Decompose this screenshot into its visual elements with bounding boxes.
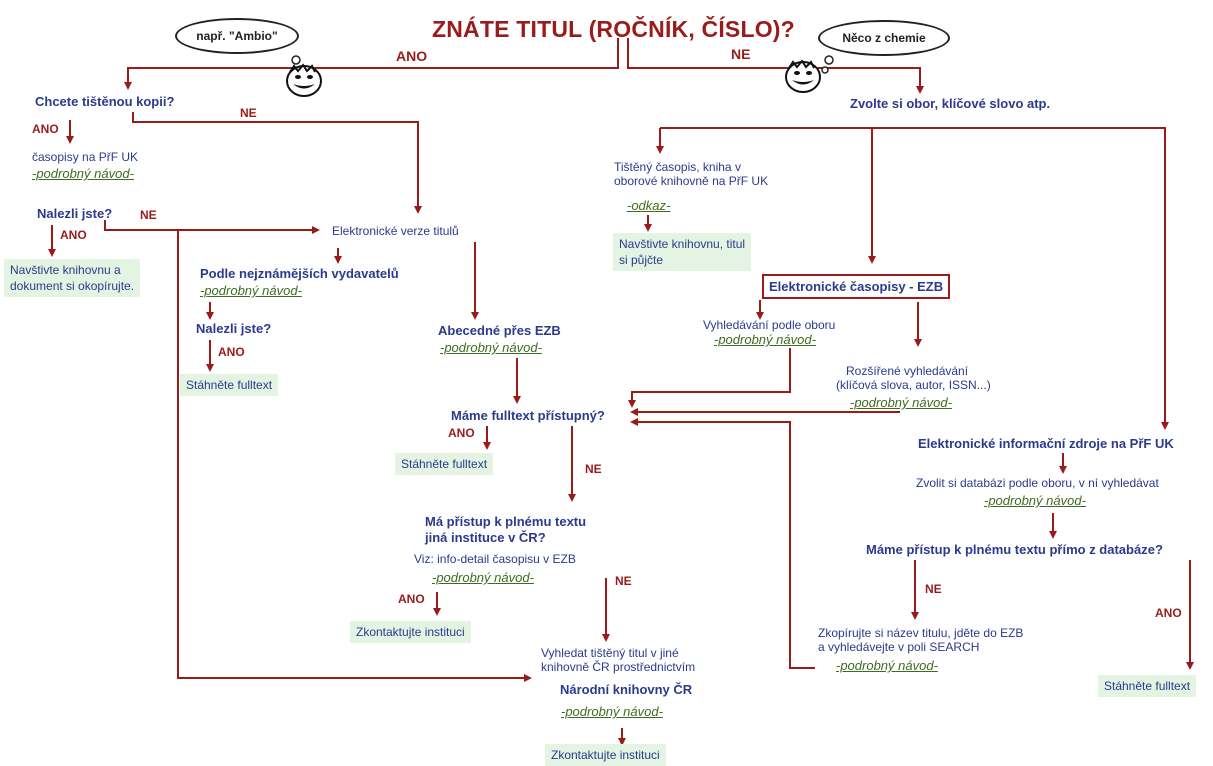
advanced-search: Rozšířené vyhledávání (klíčová slova, au…: [836, 364, 991, 393]
printed-journal: Tištěný časopis, kniha v oborové knihovn…: [614, 160, 768, 189]
action-download: Stáhněte fulltext: [395, 453, 494, 476]
connector: [660, 127, 1169, 430]
no-label: NE: [731, 46, 751, 62]
connector: [124, 38, 619, 90]
electronic-versions: Elektronické verze titulů: [332, 224, 459, 238]
national-library: Národní knihovny ČR: [560, 682, 693, 697]
by-publisher: Podle nejznámějších vydavatelů: [200, 266, 399, 281]
choose-database: Zvolit si databázi podle oboru, v ní vyh…: [916, 476, 1159, 490]
face-icon: [785, 59, 821, 93]
connector: [104, 220, 320, 234]
text-line: (klíčová slova, autor, ISSN...): [836, 378, 991, 393]
action-download: Stáhněte fulltext: [1098, 675, 1197, 698]
yes-label: ANO: [218, 345, 245, 359]
no-label: NE: [925, 582, 942, 596]
guide-link[interactable]: -podrobný návod-: [561, 704, 663, 719]
connector: [628, 348, 791, 408]
search-by-field: Vyhledávání podle oboru: [703, 318, 836, 332]
action-line: Navštivte knihovnu a: [10, 263, 121, 277]
yes-label: ANO: [32, 122, 59, 136]
electronic-info-sources: Elektronické informační zdroje na PřF UK: [918, 436, 1174, 451]
action-line: dokument si okopírujte.: [10, 279, 135, 294]
no-label: NE: [240, 106, 257, 120]
connector: [627, 38, 924, 94]
yes-label: ANO: [448, 426, 475, 440]
text-line: Vyhledat tištěný titul v jiné: [541, 646, 679, 660]
reference-link[interactable]: -odkaz-: [627, 198, 671, 213]
yes-label: ANO: [398, 592, 425, 606]
question-line: Má přístup k plnému textu: [425, 514, 587, 529]
text-line: Zkopírujte si název titulu, jděte do EZB: [818, 626, 1024, 640]
action-contact-institution: Zkontaktujte instituci: [350, 621, 471, 644]
no-label: NE: [585, 462, 602, 476]
connector: [630, 418, 815, 669]
face-icon: [286, 63, 322, 97]
yes-label: ANO: [396, 48, 428, 64]
guide-link[interactable]: -podrobný návod-: [836, 658, 938, 673]
action-visit-borrow: Navštivte knihovnu, titul si půjčte: [613, 233, 752, 272]
guide-link[interactable]: -podrobný návod-: [432, 570, 534, 585]
text-line: Rozšířené vyhledávání: [846, 364, 969, 378]
guide-link[interactable]: -podrobný návod-: [440, 340, 542, 355]
copy-title-instructions: Zkopírujte si název titulu, jděte do EZB…: [818, 626, 1023, 655]
text-line: a vyhledávejte v poli SEARCH: [818, 640, 980, 655]
action-download: Stáhněte fulltext: [180, 374, 279, 397]
text-line: Tištěný časopis, kniha v: [614, 160, 741, 174]
thought-bubble-right: Něco z chemie: [818, 20, 950, 56]
text-line: knihovně ČR prostřednictvím: [541, 660, 696, 675]
question-db-fulltext: Máme přístup k plnému textu přímo z data…: [866, 542, 1163, 557]
thought-bubble-left: např. "Ambio": [175, 18, 299, 54]
guide-link[interactable]: -podrobný návod-: [850, 395, 952, 410]
question-found: Nalezli jste?: [196, 321, 272, 336]
action-line: Navštivte knihovnu, titul: [619, 237, 746, 251]
ezb-box: Elektronické časopisy - EZB: [762, 274, 951, 299]
see-info-detail: Viz: info-detail časopisu v EZB: [414, 552, 576, 566]
search-other-library: Vyhledat tištěný titul v jiné knihovně Č…: [541, 646, 695, 675]
guide-link[interactable]: -podrobný návod-: [714, 332, 816, 347]
guide-link[interactable]: -podrobný návod-: [32, 166, 134, 181]
question-printed-copy: Chcete tištěnou kopii?: [35, 94, 175, 109]
question-line: jiná instituce v ČR?: [425, 529, 546, 545]
thought-dot: [291, 55, 301, 65]
connector: [177, 230, 532, 682]
text-line: oborové knihovně na PřF UK: [614, 174, 769, 189]
question-found: Nalezli jste?: [37, 206, 113, 221]
no-label: NE: [615, 574, 632, 588]
question-other-institution: Má přístup k plnému textu jiná instituce…: [425, 514, 586, 545]
thought-dot: [821, 66, 829, 74]
connector: [132, 112, 422, 214]
yes-label: ANO: [1155, 606, 1182, 620]
action-contact-institution: Zkontaktujte instituci: [545, 744, 666, 766]
journals-pruk: časopisy na PřF UK: [32, 150, 139, 164]
choose-field: Zvolte si obor, klíčové slovo atp.: [850, 96, 1051, 111]
action-visit-copy: Navštivte knihovnu a dokument si okopíru…: [4, 259, 141, 298]
action-line: si půjčte: [619, 253, 664, 268]
thought-dot: [824, 55, 834, 65]
main-question-title: ZNÁTE TITUL (ROČNÍK, ČÍSLO)?: [432, 16, 795, 42]
alphabetical-ezb: Abecedné přes EZB: [438, 323, 561, 338]
yes-label: ANO: [60, 228, 87, 242]
guide-link[interactable]: -podrobný návod-: [200, 283, 302, 298]
no-label: NE: [140, 208, 157, 222]
question-fulltext: Máme fulltext přístupný?: [451, 408, 605, 423]
guide-link[interactable]: -podrobný návod-: [984, 493, 1086, 508]
